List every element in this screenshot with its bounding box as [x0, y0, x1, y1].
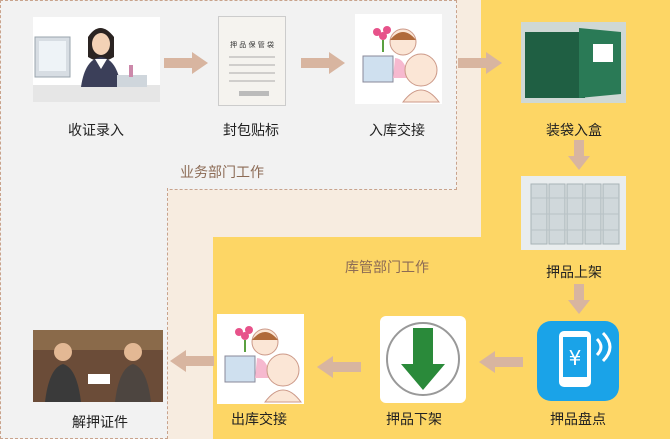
step-label-bag: 装袋入盒: [546, 123, 602, 139]
arrow-right-icon: [458, 52, 502, 74]
cartoon-handover-icon: [355, 14, 442, 104]
document-title-text: 押 品 保 管 袋: [230, 40, 274, 49]
arrow-left-icon: [317, 356, 361, 378]
step-label-handover-out: 出库交接: [231, 412, 287, 428]
arrow-right-icon: [301, 52, 345, 74]
arrow-left-icon: [170, 350, 214, 372]
arrow-down-icon: [568, 284, 590, 314]
step-label-seal: 封包贴标: [223, 123, 279, 139]
arrow-left-icon: [479, 351, 523, 373]
step-label-collect: 收证录入: [68, 123, 124, 139]
green-down-arrow-icon: [380, 316, 466, 403]
phone-yen-icon: ¥: [537, 321, 619, 401]
sealed-document-icon: 押 品 保 管 袋: [218, 16, 286, 106]
step-label-handover-in: 入库交接: [369, 123, 425, 139]
green-file-box-icon: [521, 22, 626, 103]
step-label-release: 解押证件: [72, 415, 128, 431]
cartoon-handover-icon: [217, 314, 304, 404]
warehouse-zone-label: 库管部门工作: [345, 260, 429, 276]
step-label-unshelve: 押品下架: [386, 412, 442, 428]
arrow-right-icon: [164, 52, 208, 74]
office-woman-icon: [33, 17, 160, 102]
people-exchanging-documents-icon: [33, 330, 163, 402]
business-zone-label: 业务部门工作: [180, 165, 264, 181]
arrow-down-icon: [568, 140, 590, 170]
svg-text:¥: ¥: [569, 346, 582, 370]
step-label-inventory: 押品盘点: [550, 412, 606, 428]
step-label-shelve: 押品上架: [546, 265, 602, 281]
storage-shelves-icon: [521, 176, 626, 250]
